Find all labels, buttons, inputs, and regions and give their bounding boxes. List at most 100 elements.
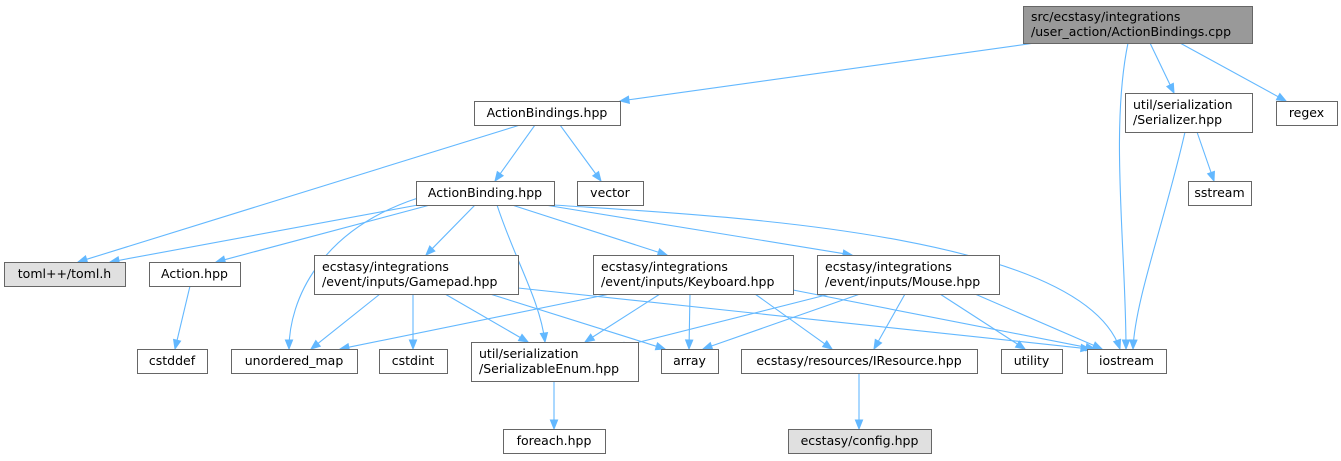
node-label: ActionBinding.hpp: [428, 185, 542, 200]
edge-keyboard_hpp-to-iresource_hpp: [754, 293, 834, 350]
edge-arrowhead: [1206, 170, 1215, 183]
node-label: ecstasy/resources/IResource.hpp: [756, 353, 961, 368]
node-label: toml++/toml.h: [18, 266, 111, 281]
node-box: [1276, 101, 1338, 126]
edge-arrowhead: [408, 339, 418, 351]
edge-line: [1196, 131, 1212, 173]
edge-arrowhead: [583, 333, 596, 343]
edge-keyboard_hpp-to-unordered_map: [338, 293, 611, 352]
node-regex[interactable]: regex: [1276, 101, 1338, 126]
node-box: [231, 349, 358, 374]
edge-line: [496, 204, 546, 343]
node-root[interactable]: src/ecstasy/integrations/user_action/Act…: [1023, 6, 1253, 44]
node-mouse-hpp[interactable]: ecstasy/integrations/event/inputs/Mouse.…: [817, 255, 1000, 295]
edge-arrowhead: [1091, 341, 1104, 350]
node-serializableenum-hpp[interactable]: util/serialization/SerializableEnum.hpp: [471, 342, 639, 382]
edge-line: [431, 204, 476, 249]
edge-arrowhead: [284, 339, 294, 351]
edge-serializer_hpp-to-sstream: [1196, 131, 1215, 183]
edge-arrowhead: [701, 341, 714, 350]
edge-actionbinding_hpp-to-keyboard_hpp: [511, 204, 669, 257]
node-box: [137, 349, 208, 374]
node-box: [149, 262, 241, 287]
edge-line: [939, 293, 1018, 345]
node-actionbindings-hpp[interactable]: ActionBindings.hpp: [474, 101, 621, 126]
edge-root-to-actionbindings_hpp: [618, 42, 1036, 104]
edge-line: [86, 124, 521, 260]
edge-line: [624, 293, 831, 347]
edge-line: [1132, 131, 1186, 350]
edge-line: [553, 204, 1121, 350]
node-unordered-map[interactable]: unordered_map: [231, 349, 358, 374]
node-label: ecstasy/integrations: [825, 259, 952, 274]
edge-line: [1118, 42, 1129, 350]
node-label: /Serializer.hpp: [1133, 112, 1222, 127]
edge-keyboard_hpp-to-iostream: [792, 289, 1097, 352]
edge-mouse_hpp-to-iresource_hpp: [873, 293, 906, 351]
node-label: foreach.hpp: [517, 433, 592, 448]
edge-line: [628, 42, 1036, 101]
node-config-hpp[interactable]: ecstasy/config.hpp: [788, 429, 932, 454]
node-action-hpp[interactable]: Action.hpp: [149, 262, 241, 287]
edge-arrowhead: [539, 332, 549, 344]
node-iresource-hpp[interactable]: ecstasy/resources/IResource.hpp: [741, 349, 978, 374]
edge-arrowhead: [656, 247, 669, 257]
node-label: cstddef: [149, 353, 196, 368]
edge-arrowhead: [854, 419, 864, 431]
edge-arrowhead: [591, 170, 602, 183]
edge-root-to-iostream: [1118, 42, 1131, 351]
edge-line: [517, 287, 1082, 349]
edge-actionbinding_hpp-to-iostream: [553, 204, 1122, 351]
edge-actionbinding_hpp-to-gamepad_hpp: [425, 204, 476, 256]
node-label: util/serialization: [479, 346, 579, 361]
edge-line: [489, 293, 657, 347]
node-iostream[interactable]: iostream: [1087, 349, 1167, 374]
node-label: cstdint: [392, 353, 435, 368]
edge-line: [592, 293, 661, 338]
edge-arrowhead: [1165, 82, 1175, 95]
node-label: /SerializableEnum.hpp: [479, 361, 619, 376]
edge-actionbindings_hpp-to-vector: [559, 124, 602, 183]
node-label: sstream: [1194, 185, 1244, 200]
node-box: [593, 255, 794, 295]
edge-arrowhead: [172, 338, 182, 351]
edge-actionbindings_hpp-to-actionbinding_hpp: [494, 124, 536, 183]
edge-line: [711, 293, 861, 347]
node-sstream[interactable]: sstream: [1188, 181, 1252, 206]
node-vector[interactable]: vector: [577, 181, 644, 206]
node-label: /event/inputs/Keyboard.hpp: [601, 274, 774, 289]
edge-line: [974, 293, 1094, 346]
node-utility[interactable]: utility: [1001, 349, 1063, 374]
node-label: ecstasy/integrations: [601, 259, 728, 274]
node-toml-h[interactable]: toml++/toml.h: [4, 262, 126, 287]
edge-mouse_hpp-to-iostream: [974, 293, 1104, 350]
node-label: ecstasy/integrations: [322, 259, 449, 274]
node-gamepad-hpp[interactable]: ecstasy/integrations/event/inputs/Gamepa…: [314, 255, 519, 295]
edge-line: [348, 293, 611, 348]
node-label: array: [673, 353, 706, 368]
node-foreach-hpp[interactable]: foreach.hpp: [503, 429, 606, 454]
node-serializer-hpp[interactable]: util/serialization/Serializer.hpp: [1125, 93, 1253, 133]
node-cstddef[interactable]: cstddef: [137, 349, 208, 374]
edges-layer: [76, 42, 1288, 431]
node-box: [577, 181, 644, 206]
edge-arrowhead: [684, 339, 694, 351]
node-actionbinding-hpp[interactable]: ActionBinding.hpp: [416, 181, 555, 206]
edge-arrowhead: [873, 338, 883, 351]
node-box: [314, 255, 519, 295]
node-cstdint[interactable]: cstdint: [379, 349, 448, 374]
edge-arrowhead: [821, 339, 834, 350]
edge-arrowhead: [549, 419, 559, 431]
edge-arrowhead: [1275, 92, 1288, 102]
node-label: iostream: [1099, 353, 1154, 368]
node-array[interactable]: array: [661, 349, 719, 374]
node-box: [503, 429, 606, 454]
node-keyboard-hpp[interactable]: ecstasy/integrations/event/inputs/Keyboa…: [593, 255, 794, 295]
edge-action_hpp-to-cstddef: [172, 285, 191, 351]
edge-mouse_hpp-to-utility: [939, 293, 1027, 350]
edge-line: [559, 124, 597, 175]
edge-line: [792, 289, 1087, 348]
edge-gamepad_hpp-to-unordered_map: [309, 293, 381, 350]
edge-arrowhead: [494, 170, 505, 183]
node-label: util/serialization: [1133, 97, 1233, 112]
